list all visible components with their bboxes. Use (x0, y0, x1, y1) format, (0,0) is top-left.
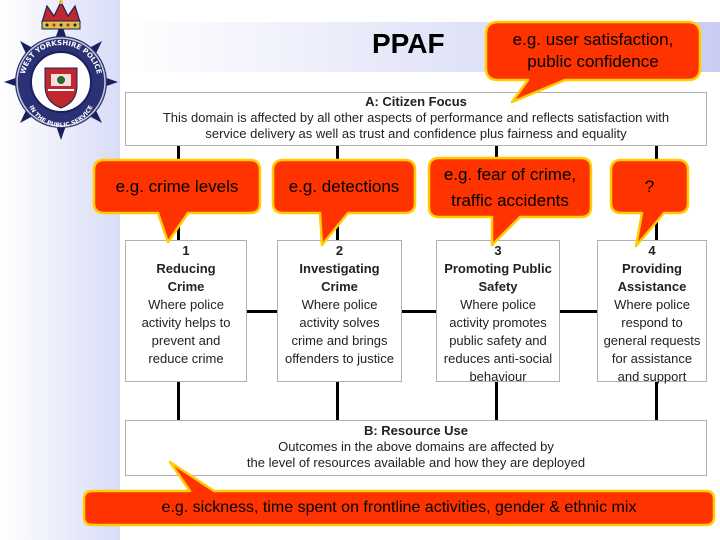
domain-desc: Where police (148, 297, 224, 312)
domain-name: Reducing (156, 261, 216, 276)
callout-citizen-focus (484, 20, 702, 104)
domain-3-promoting-public-safety: 3 Promoting Public Safety Where police a… (436, 240, 560, 384)
domain-1-reducing-crime: 1 Reducing Crime Where police activity h… (125, 240, 247, 382)
domain-desc: prevent and (151, 333, 221, 348)
domain-desc: for assistance (611, 351, 693, 366)
connector-4-to-b (655, 382, 658, 420)
connector-3-to-4 (560, 310, 598, 313)
domain-name: Safety (478, 279, 518, 294)
connector-2-to-b (336, 382, 339, 420)
domain-desc: Where police (460, 297, 536, 312)
callout-detections-text: e.g. detections (288, 176, 400, 196)
domain-name: Promoting Public (444, 261, 552, 276)
domain-desc: crime and brings (291, 333, 388, 348)
domain-b-heading: B: Resource Use (363, 423, 469, 438)
domain-b-line2: the level of resources available and how… (246, 455, 586, 470)
callout-crime-levels (92, 158, 262, 244)
callout-citizen-focus-text: e.g. user satisfaction,public confidence (512, 30, 674, 71)
domain-desc: reduces anti-social (443, 351, 553, 366)
domain-name: Crime (167, 279, 205, 294)
domain-desc: activity solves (299, 315, 380, 330)
connector-3-to-b (495, 382, 498, 420)
domain-number: 2 (335, 243, 344, 258)
domain-desc: public safety and (449, 333, 547, 348)
callout-fear-of-crime-text: e.g. fear of crime,traffic accidents (443, 164, 577, 210)
connector-1-to-b (177, 382, 180, 420)
callout-unknown-outcome (609, 158, 690, 248)
callout-detections (271, 158, 417, 247)
callout-fear-of-crime (427, 156, 593, 247)
domain-desc: reduce crime (148, 351, 224, 366)
callout-crime-levels-text: e.g. crime levels (115, 176, 239, 196)
domain-name: Assistance (617, 279, 687, 294)
domain-name: Providing (622, 261, 682, 276)
domain-desc: activity helps to (141, 315, 231, 330)
domain-desc: general requests (603, 333, 701, 348)
domain-4-providing-assistance: 4 Providing Assistance Where police resp… (597, 240, 707, 384)
domain-number: 3 (494, 243, 502, 258)
callout-resource-use (82, 460, 716, 527)
domain-desc: Where police (614, 297, 690, 312)
domain-desc: respond to (621, 315, 683, 330)
domain-a-heading: A: Citizen Focus (365, 94, 467, 109)
domain-desc: Where police (301, 297, 378, 312)
connector-2-to-3 (402, 310, 436, 313)
domain-desc: and support (617, 369, 687, 384)
connector-1-to-2 (247, 310, 277, 313)
domain-desc: offenders to justice (285, 351, 394, 366)
domain-2-investigating-crime: 2 Investigating Crime Where police activ… (277, 240, 402, 382)
domain-b-resource-use: B: Resource Use Outcomes in the above do… (125, 420, 707, 476)
domain-desc: activity promotes (449, 315, 547, 330)
page-title: PPAF (372, 28, 445, 59)
west-yorkshire-police-crest-icon: WEST YORKSHIRE POLICE IN THE PUBLIC SERV… (4, 0, 118, 140)
domain-name: Investigating (299, 261, 380, 276)
domain-number: 4 (648, 243, 656, 258)
domain-a-line2: service delivery as well as trust and co… (205, 126, 627, 141)
domain-name: Crime (321, 279, 358, 294)
callout-resource-use-text: e.g. sickness, time spent on frontline a… (161, 499, 637, 516)
domain-number: 1 (182, 243, 190, 258)
domain-a-citizen-focus: A: Citizen Focus This domain is affected… (125, 92, 707, 146)
domain-desc: behaviour (469, 369, 527, 384)
callout-unknown-outcome-text: ? (644, 176, 655, 196)
domain-a-line1: This domain is affected by all other asp… (162, 110, 670, 125)
domain-b-line1: Outcomes in the above domains are affect… (278, 439, 554, 454)
